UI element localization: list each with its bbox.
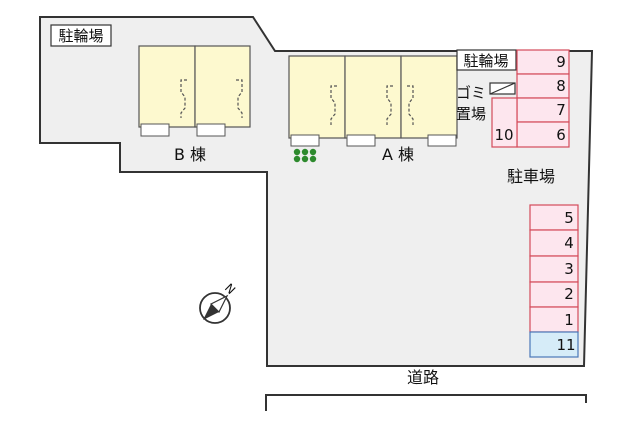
road-label: 道路	[407, 368, 439, 387]
parking-slot-10	[491, 97, 518, 148]
parking-slot-label: 1	[564, 311, 574, 329]
building-a-stair-3	[407, 85, 414, 125]
bike-parking-label-1: 駐輪場	[58, 27, 103, 45]
garbage-label-line1: ゴミ	[456, 84, 486, 102]
parking-slot-3	[529, 255, 579, 283]
parking-slot-8	[516, 73, 570, 99]
parking-slot-7	[516, 97, 570, 123]
parking-slot-label: 8	[556, 77, 566, 95]
building-a-balcony-3	[427, 134, 457, 147]
compass-icon	[199, 292, 231, 324]
parking-slot-1	[529, 306, 579, 333]
building-b-unit-2	[194, 45, 251, 128]
parking-slot-label: 3	[564, 260, 574, 278]
parking-right-block: 5 4 3 2 1 11	[529, 204, 579, 358]
tree	[301, 155, 309, 163]
building-b	[138, 45, 251, 137]
road-edge	[265, 394, 587, 411]
bike-parking-label-2: 駐輪場	[463, 52, 508, 70]
garbage-label-line2: 置場	[456, 105, 486, 123]
parking-slot-label: 9	[556, 53, 566, 71]
building-a-unit-3	[400, 55, 458, 139]
tree	[309, 155, 317, 163]
building-b-stair-1	[180, 79, 187, 118]
parking-slot-label: 4	[564, 234, 574, 252]
tree	[293, 148, 301, 156]
building-b-label: B 棟	[174, 145, 206, 164]
car-parking-label: 駐車場	[507, 167, 555, 186]
parking-slot-9	[516, 49, 570, 75]
parking-slot-label: 6	[556, 126, 566, 144]
building-a-stair-2	[386, 85, 393, 125]
building-a	[288, 55, 458, 147]
parking-slot-label: 2	[564, 285, 574, 303]
parking-slot-11	[529, 331, 579, 358]
building-b-balcony-1	[140, 123, 170, 137]
building-b-stair-2	[236, 79, 243, 118]
bike-parking-label-box-2	[456, 49, 517, 71]
compass-north-label: N	[222, 281, 238, 297]
parking-top-block: 9 8 7 6 10	[491, 49, 570, 148]
bike-parking-label-box-1	[50, 24, 112, 47]
building-a-unit-2	[344, 55, 402, 139]
tree	[301, 148, 309, 156]
parking-slot-label: 5	[564, 209, 574, 227]
building-a-stair-1	[330, 85, 337, 125]
building-a-balcony-1	[290, 134, 320, 147]
building-a-balcony-2	[346, 134, 376, 147]
parking-slot-label: 7	[556, 101, 566, 119]
building-a-unit-1	[288, 55, 346, 139]
parking-slot-label: 10	[494, 126, 513, 144]
building-b-unit-1	[138, 45, 196, 128]
tree	[293, 155, 301, 163]
parking-slot-2	[529, 281, 579, 308]
parking-slot-4	[529, 229, 579, 257]
building-b-balcony-2	[196, 123, 226, 137]
tree	[309, 148, 317, 156]
garbage-box-diagonal	[489, 82, 516, 95]
building-a-label: A 棟	[382, 145, 414, 164]
trees	[293, 148, 317, 163]
parking-slot-label: 11	[556, 336, 575, 354]
